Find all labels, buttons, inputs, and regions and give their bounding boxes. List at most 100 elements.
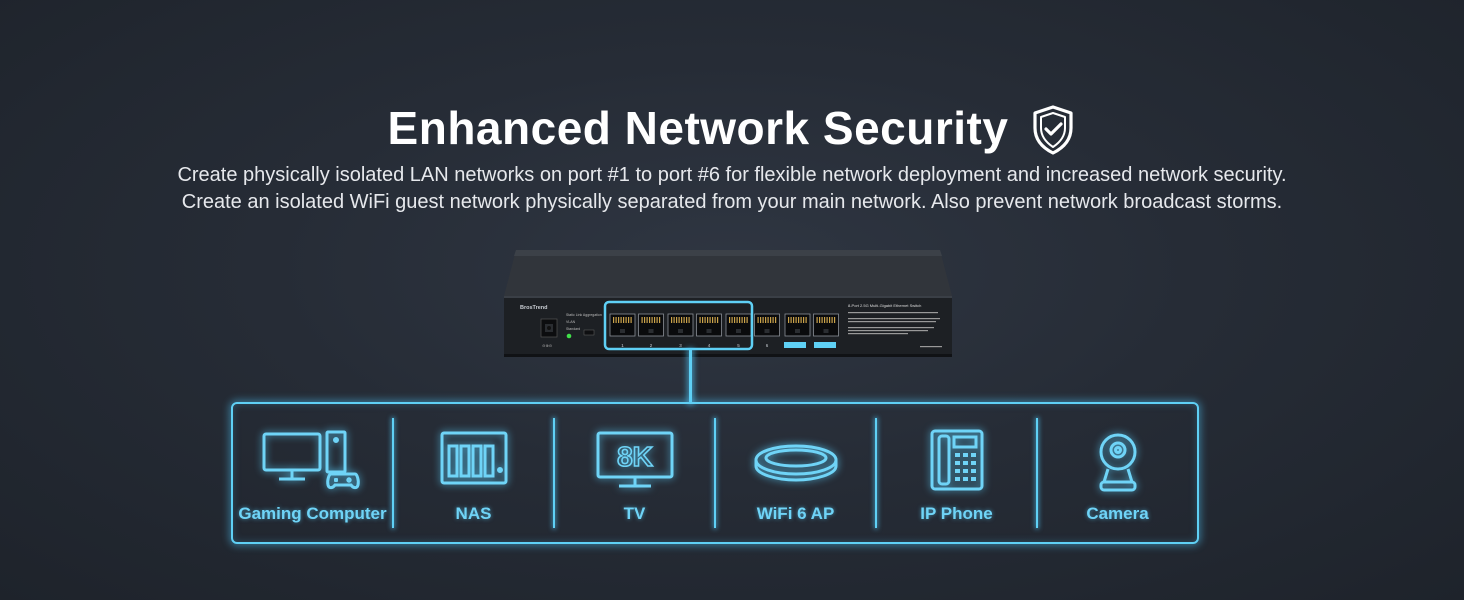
title-row: Enhanced Network Security bbox=[0, 98, 1464, 158]
port-pin bbox=[688, 317, 690, 323]
port-clip bbox=[736, 329, 741, 333]
device-wifi-ap: WiFi 6 AP bbox=[716, 404, 875, 542]
port-number: 3 bbox=[679, 343, 682, 348]
port-pin bbox=[620, 317, 622, 323]
device-label: TV bbox=[623, 504, 646, 523]
port-clip bbox=[823, 329, 829, 333]
port-clip bbox=[706, 329, 712, 333]
device-label: WiFi 6 AP bbox=[756, 504, 835, 523]
port-pin bbox=[623, 317, 625, 323]
divider bbox=[392, 418, 394, 528]
port-pin bbox=[673, 317, 675, 323]
port-pin bbox=[821, 317, 823, 323]
port-pin bbox=[800, 317, 802, 323]
port-number: 6 bbox=[766, 343, 769, 348]
port-pin bbox=[656, 317, 658, 323]
port-pin bbox=[729, 317, 731, 323]
port-pin bbox=[641, 317, 643, 323]
port-pin bbox=[770, 317, 772, 323]
device-nas: NAS bbox=[394, 404, 553, 542]
port-pin bbox=[671, 317, 673, 323]
port-pin bbox=[615, 317, 617, 323]
port-pin bbox=[760, 317, 762, 323]
switch-model-text: 8-Port 2.5G Multi-Gigabit Ethernet Switc… bbox=[848, 303, 921, 308]
port-pin bbox=[767, 317, 769, 323]
device-tv: 8K TV bbox=[555, 404, 714, 542]
port-pin bbox=[790, 317, 792, 323]
port-pin bbox=[714, 317, 716, 323]
port-pin bbox=[731, 317, 733, 323]
port-pin bbox=[649, 317, 651, 323]
ethernet-ports: 12345678 bbox=[609, 313, 839, 348]
port-pin bbox=[625, 317, 627, 323]
port-number: 1 bbox=[621, 343, 624, 348]
port-pin bbox=[739, 317, 741, 323]
tv-badge: 8K bbox=[617, 441, 653, 472]
port-number: 4 bbox=[708, 343, 711, 348]
port-pin bbox=[683, 317, 685, 323]
tv-8k-icon: 8K bbox=[596, 431, 673, 488]
port-pin bbox=[681, 317, 683, 323]
port-pin bbox=[741, 317, 743, 323]
port-pin bbox=[630, 317, 632, 323]
camera-icon bbox=[1099, 433, 1136, 492]
port-pin bbox=[699, 317, 701, 323]
mode-label-aggregation: Static Link Aggregation bbox=[566, 313, 602, 317]
port-pin bbox=[798, 317, 800, 323]
port-clip bbox=[764, 329, 770, 333]
port-clip bbox=[678, 329, 683, 333]
port-pin bbox=[613, 317, 615, 323]
subtitle-line-1: Create physically isolated LAN networks … bbox=[177, 164, 1287, 186]
port-pin bbox=[762, 317, 764, 323]
device-label: NAS bbox=[455, 504, 492, 523]
port-pin bbox=[709, 317, 711, 323]
port-clip bbox=[648, 329, 654, 333]
port-pin bbox=[831, 317, 833, 323]
port-pin bbox=[628, 317, 630, 323]
mode-label-vlan: VLAN bbox=[566, 320, 576, 324]
divider bbox=[714, 418, 716, 528]
port-clip bbox=[620, 329, 625, 333]
port-pin bbox=[803, 317, 805, 323]
port-pin bbox=[704, 317, 706, 323]
port-pin bbox=[826, 317, 828, 323]
port-pin bbox=[795, 317, 797, 323]
port-pin bbox=[757, 317, 759, 323]
device-ip-phone: IP Phone bbox=[877, 404, 1036, 542]
gaming-computer-icon bbox=[262, 430, 360, 490]
port-pin bbox=[746, 317, 748, 323]
port-pin bbox=[651, 317, 653, 323]
port-number: 2 bbox=[650, 343, 653, 348]
device-gaming-computer: Gaming Computer bbox=[233, 404, 392, 542]
port-number: 5 bbox=[737, 343, 740, 348]
divider bbox=[553, 418, 555, 528]
port-pin bbox=[772, 317, 774, 323]
nas-icon bbox=[440, 431, 507, 485]
port-pin bbox=[712, 317, 714, 323]
port-pin bbox=[834, 317, 836, 323]
port-pin bbox=[793, 317, 795, 323]
port-pin bbox=[644, 317, 646, 323]
port-pin bbox=[654, 317, 656, 323]
device-panel: Gaming Computer NAS 8K TV WiFi 6 bbox=[231, 402, 1199, 544]
port-pin bbox=[659, 317, 661, 323]
port-pin bbox=[646, 317, 648, 323]
subtitle-line-2: Create an isolated WiFi guest network ph… bbox=[181, 191, 1283, 213]
port-pin bbox=[736, 317, 738, 323]
port-pin bbox=[819, 317, 821, 323]
device-label: Camera bbox=[1086, 504, 1149, 523]
port-pin bbox=[702, 317, 704, 323]
port-pin bbox=[805, 317, 807, 323]
mode-label-standard: Standard bbox=[566, 327, 580, 331]
port-pin bbox=[744, 317, 746, 323]
port-pin bbox=[788, 317, 790, 323]
svg-text:⊝⊕⊝: ⊝⊕⊝ bbox=[542, 343, 552, 348]
port-pin bbox=[717, 317, 719, 323]
divider bbox=[875, 418, 877, 528]
device-label: Gaming Computer bbox=[238, 504, 387, 523]
device-camera: Camera bbox=[1038, 404, 1197, 542]
port-pin bbox=[765, 317, 767, 323]
page-title: Enhanced Network Security bbox=[387, 102, 1009, 154]
device-label: IP Phone bbox=[920, 504, 993, 523]
shield-check-icon bbox=[1033, 105, 1074, 155]
